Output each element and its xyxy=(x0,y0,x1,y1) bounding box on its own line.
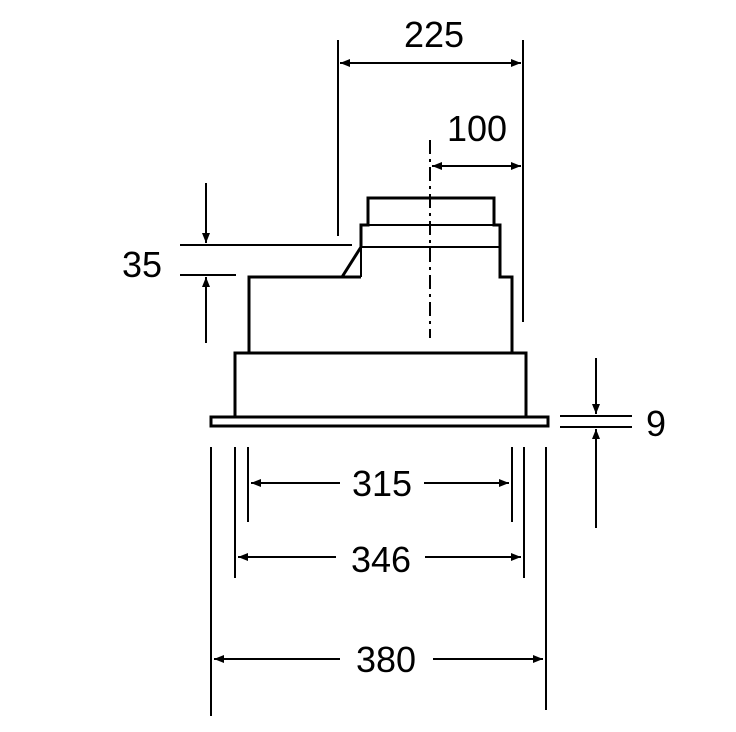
dim-100: 100 xyxy=(432,108,521,170)
upper-body xyxy=(247,196,514,353)
lower-extension-lines xyxy=(210,447,547,716)
lower-body xyxy=(233,351,528,417)
dim-225: 225 xyxy=(337,14,524,322)
hood-outline xyxy=(209,196,550,428)
dim-346-label: 346 xyxy=(351,539,411,580)
dim-346: 346 xyxy=(238,539,521,580)
dim-9-label: 9 xyxy=(646,403,666,444)
dim-315: 315 xyxy=(251,463,509,504)
dim-315-label: 315 xyxy=(352,463,412,504)
dim-380: 380 xyxy=(214,639,543,680)
dim-100-label: 100 xyxy=(447,108,507,149)
dim-9: 9 xyxy=(560,358,666,528)
dim-35-label: 35 xyxy=(122,244,162,285)
bottom-flange xyxy=(209,415,550,428)
dim-380-label: 380 xyxy=(356,639,416,680)
dim-225-label: 225 xyxy=(404,14,464,55)
dim-35: 35 xyxy=(122,183,352,343)
